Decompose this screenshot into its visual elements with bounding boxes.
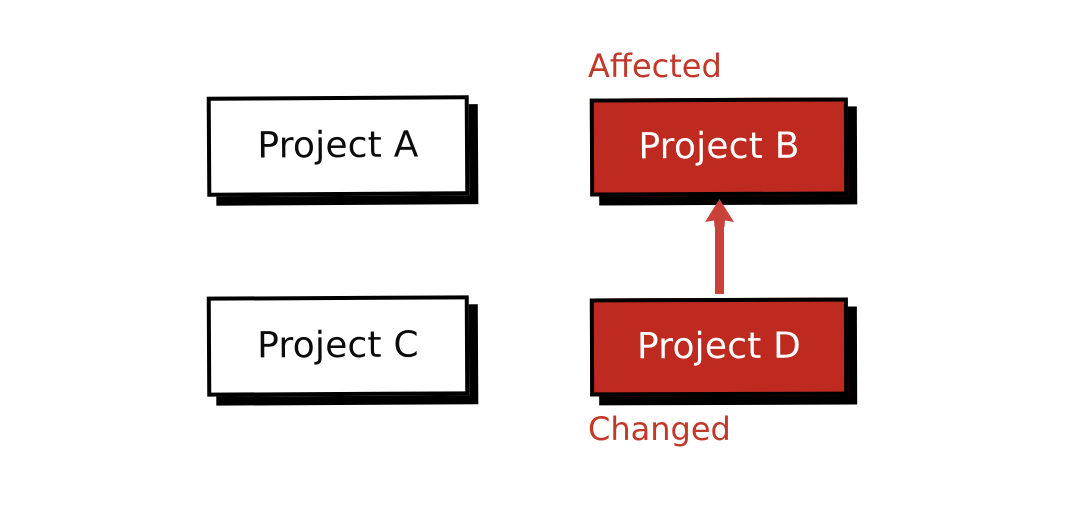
node-project-c[interactable]: Project C: [206, 295, 479, 406]
node-box: Project D: [589, 297, 849, 397]
arrow-head-icon: [705, 199, 734, 227]
annotation-changed: Changed: [588, 410, 731, 448]
node-box: Project B: [589, 97, 849, 197]
annotation-affected: Affected: [588, 47, 722, 85]
edge-arrow-project-d-to-project-b: [705, 199, 734, 294]
node-label: Project B: [638, 125, 800, 168]
node-label: Project A: [257, 124, 419, 167]
node-label: Project C: [257, 324, 419, 367]
node-project-d[interactable]: Project D: [589, 297, 858, 406]
node-box: Project A: [206, 95, 470, 197]
node-project-a[interactable]: Project A: [206, 95, 479, 206]
node-box: Project C: [206, 295, 470, 397]
node-label: Project D: [636, 325, 802, 368]
node-project-b[interactable]: Project B: [589, 97, 858, 206]
